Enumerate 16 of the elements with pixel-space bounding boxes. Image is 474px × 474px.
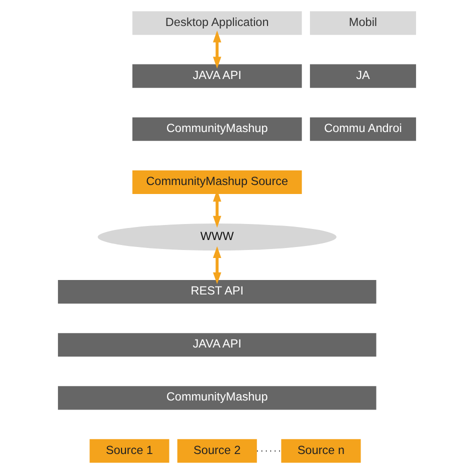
node-box: CommunityMashup bbox=[132, 117, 302, 141]
node-box: JAVA API bbox=[58, 333, 376, 357]
node-box: CommunityMashup Source bbox=[132, 170, 302, 194]
node-box: Source 1 bbox=[90, 439, 170, 463]
node-box: Desktop Application bbox=[132, 11, 302, 35]
node-box: Commu Androi bbox=[310, 117, 416, 141]
node-box: Mobil bbox=[310, 11, 416, 35]
node-box: Source 2 bbox=[177, 439, 257, 463]
node-box: Source n bbox=[281, 439, 361, 463]
arrow bbox=[212, 30, 222, 69]
arrow bbox=[212, 246, 222, 284]
node-box: CommunityMashup bbox=[58, 386, 376, 410]
node-ellipse: WWW bbox=[98, 224, 336, 250]
node-box: JAVA API bbox=[132, 64, 302, 88]
node-box: JA bbox=[310, 64, 416, 88]
node-box: REST API bbox=[58, 280, 376, 304]
